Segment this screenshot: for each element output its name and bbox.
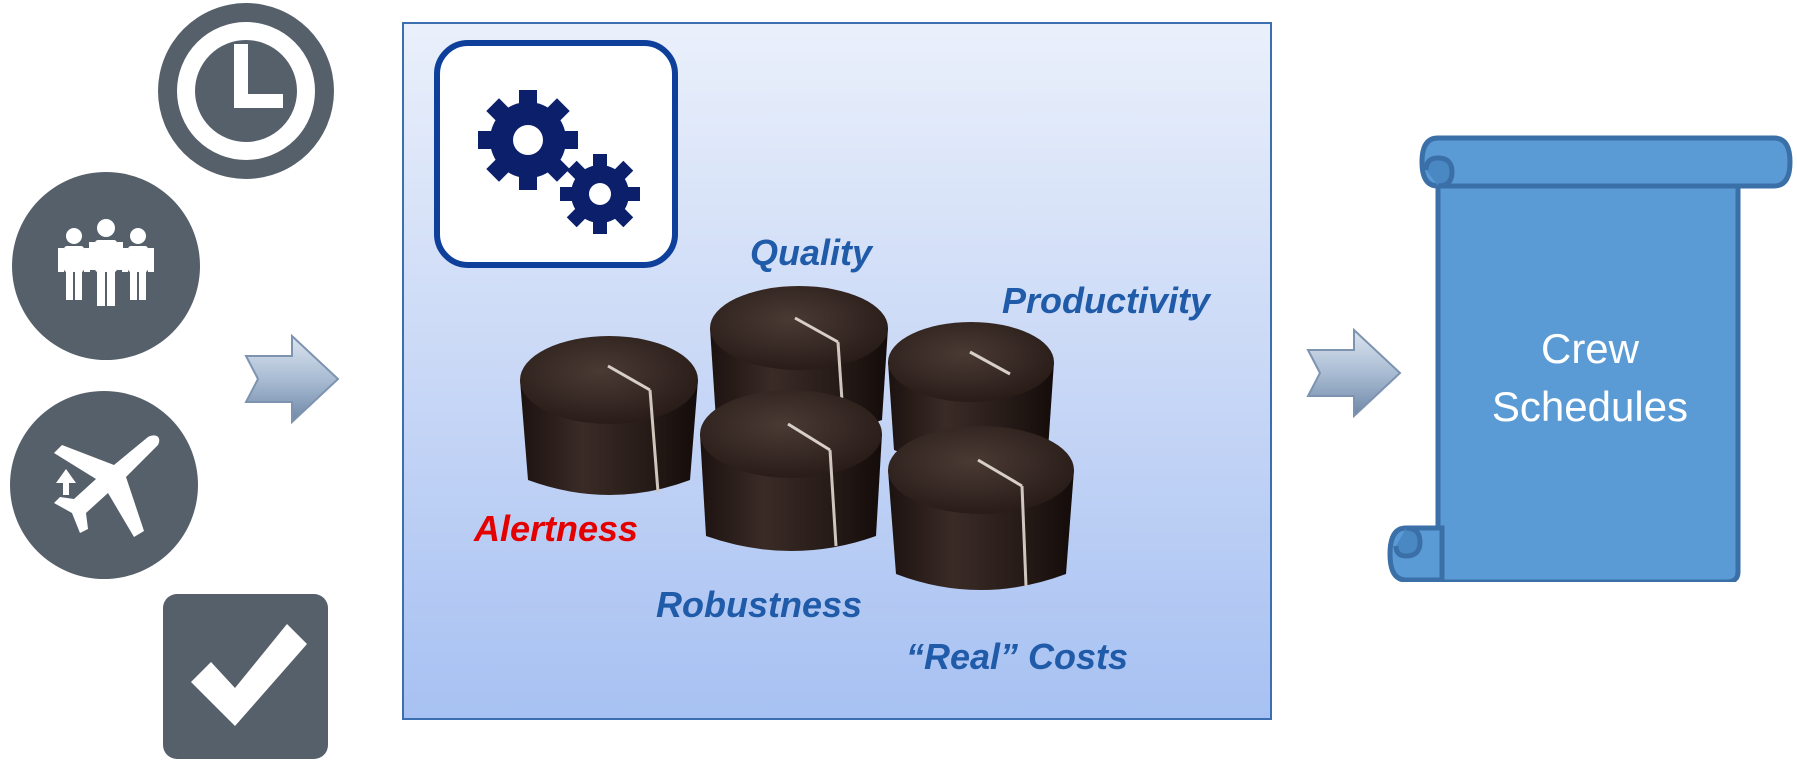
output-arrow [1306, 328, 1402, 418]
output-label: Crew Schedules [1440, 320, 1740, 436]
output-line-2: Schedules [1491, 383, 1689, 430]
gears-glyph [478, 90, 640, 234]
airplane-glyph [54, 435, 160, 537]
crew-schedules-scroll [1387, 135, 1793, 582]
knob-robustness [700, 390, 882, 551]
people-glyph [58, 219, 154, 306]
knob-alertness [520, 336, 698, 495]
label-alertness: Alertness [474, 508, 639, 549]
output-line-1: Crew [1540, 325, 1639, 372]
airplane-icon [10, 391, 198, 579]
knob-real-costs [888, 426, 1074, 590]
label-real-costs: “Real” Costs [906, 636, 1129, 677]
clock-glyph [177, 22, 315, 160]
input-arrow [244, 334, 340, 424]
clock-icon [158, 3, 334, 179]
check-glyph [191, 624, 307, 726]
checkmark-icon [163, 594, 328, 759]
label-quality: Quality [750, 232, 873, 273]
label-productivity: Productivity [1002, 280, 1211, 321]
knobs-illustration [520, 286, 1074, 590]
label-robustness: Robustness [656, 584, 863, 625]
crew-icon [12, 172, 200, 360]
gears-icon [434, 40, 678, 268]
